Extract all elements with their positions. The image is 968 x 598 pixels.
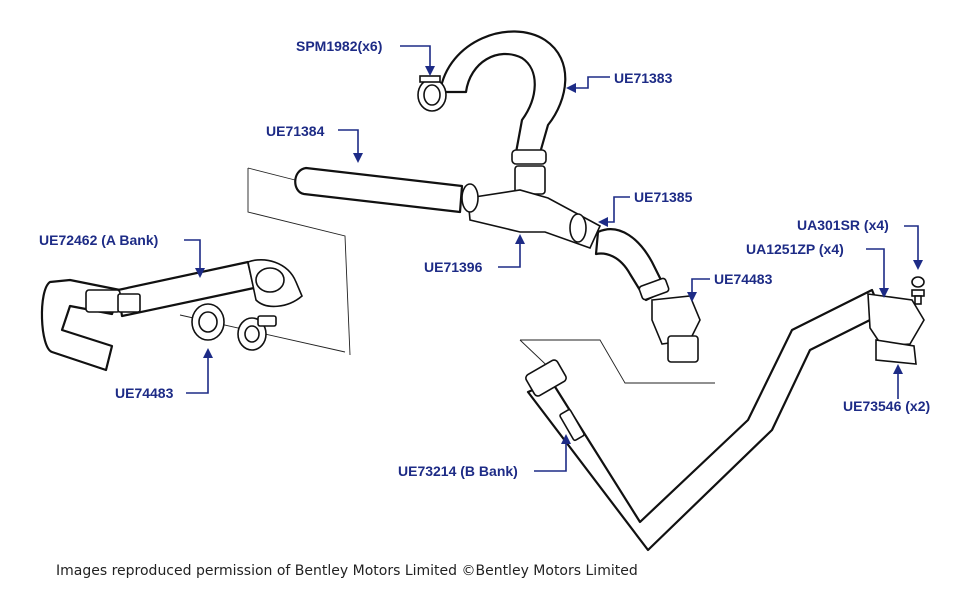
leader-lines [184,45,923,472]
label-ue71385: UE71385 [634,189,693,205]
label-ua1251zp: UA1251ZP (x4) [746,241,844,257]
pipe-ue72462 [40,258,303,372]
label-ue74483-left: UE74483 [115,385,174,401]
label-ue71396: UE71396 [424,259,483,275]
label-ue73546: UE73546 (x2) [843,398,931,414]
connector-ue74483-left [191,303,277,351]
label-ue74483-right: UE74483 [714,271,773,287]
credit-text: Images reproduced permission of Bentley … [56,563,638,579]
pipe-ue73214 [525,288,884,552]
label-ue72462: UE72462 (A Bank) [39,232,159,248]
label-ue73214: UE73214 (B Bank) [398,463,518,479]
hose-ue71385 [594,228,670,302]
label-ue71384: UE71384 [266,123,325,139]
label-ue71383: UE71383 [614,70,673,86]
tpiece-ue71396 [461,149,602,249]
flange-ue73546 [867,276,925,365]
connector-ue74483-right [651,295,701,363]
label-spm1982: SPM1982(x6) [296,38,383,54]
label-ua301sr: UA301SR (x4) [797,217,889,233]
hose-ue71384 [294,166,464,214]
hose-ue71383 [417,30,567,162]
